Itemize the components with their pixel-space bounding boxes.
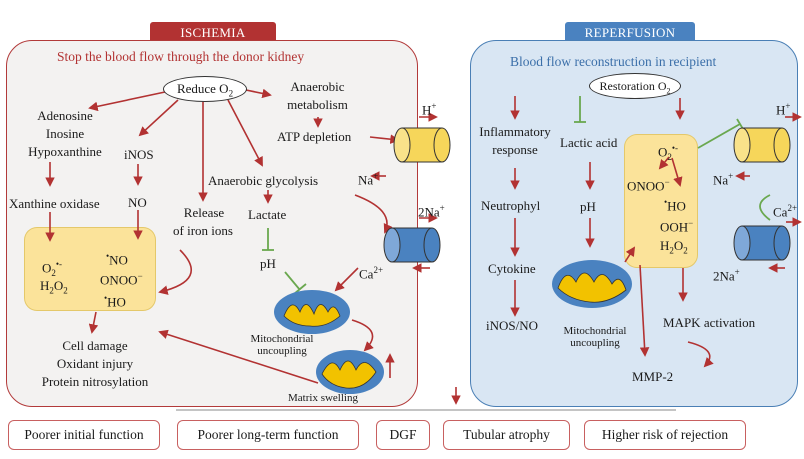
ros-hydroxyl: •HO [104, 293, 126, 310]
arrow-atp-to-channel [369, 134, 400, 144]
restoration-o2-node: Restoration O2 [589, 73, 681, 99]
green-curve [759, 194, 771, 221]
lactic-acid-label: Lactic acid [560, 135, 618, 150]
oxidant-injury-label: Oxidant injury [56, 356, 134, 371]
isch-2na-ion: 2Na+ [418, 203, 445, 220]
arrow-to-adenosine [88, 91, 166, 112]
arrow-swelling-to-damage [158, 329, 319, 384]
reperfusion-subtitle: Blood flow reconstruction in recipient [510, 54, 717, 69]
ischemia-mito-label-2: uncoupling [257, 345, 307, 357]
rep-2na-ion: 2Na+ [713, 267, 740, 284]
isch-h-ion: H+ [422, 101, 437, 118]
rep-ph-label: pH [580, 199, 596, 214]
inos-label: iNOS [124, 147, 154, 162]
cytokine-label: Cytokine [488, 261, 536, 276]
outcome-rejection-risk: Higher risk of rejection [584, 420, 746, 450]
cell-damage-label: Cell damage [62, 338, 128, 353]
inflammatory-label-2: response [492, 142, 538, 157]
mmp2-label: MMP-2 [632, 369, 674, 384]
ischemia-h-channel [393, 127, 451, 163]
rep-na-ion: Na+ [713, 171, 734, 188]
isch-na-ion: Na+ [358, 171, 379, 188]
outcome-poorer-long-term: Poorer long-term function [177, 420, 359, 450]
arrow-to-glycolysis [227, 99, 263, 167]
ph-label: pH [260, 256, 276, 271]
ros-peroxynitrite: ONOO− [100, 271, 143, 288]
rep-ros-hydroxyl: •HO [664, 197, 686, 214]
reperfusion-header: REPERFUSION [565, 22, 695, 44]
rep-ros-peroxynitrite: ONOO− [627, 177, 670, 194]
release-iron-label-2: of iron ions [173, 223, 233, 238]
curve-na-to-ca [354, 194, 393, 234]
inflammatory-label-1: Inflammatory [479, 124, 551, 139]
inhibit-o2-channel [697, 123, 741, 149]
arrow-o2-to-ho [671, 157, 683, 187]
mapk-activation-label: MAPK activation [663, 315, 756, 330]
atp-depletion-label: ATP depletion [277, 129, 352, 144]
ros-nitric-oxide: •NO [106, 251, 128, 268]
arrow-to-anaerobic [245, 88, 272, 99]
protein-nitrosylation-label: Protein nitrosylation [41, 374, 149, 389]
rep-mito-label-1: Mitochondrial [563, 325, 627, 337]
inhibit-ph-mito [284, 271, 301, 291]
anaerobic-metabolism-1: Anaerobic [290, 79, 345, 94]
inosine-label: Inosine [45, 126, 85, 141]
ischemia-mitochondrion-1 [274, 290, 350, 334]
rep-ca-ion: Ca2+ [773, 203, 798, 220]
outcome-tubular-atrophy: Tubular atrophy [443, 420, 570, 450]
arrow-ca-to-mito [334, 267, 359, 292]
reperfusion-mitochondrion [552, 260, 632, 308]
reperfusion-h-channel [733, 127, 791, 163]
release-iron-label-1: Release [183, 205, 225, 220]
hypoxanthine-label: Hypoxanthine [28, 144, 102, 159]
inos-no-label: iNOS/NO [486, 318, 539, 333]
arrow-ros-to-damage [88, 311, 99, 334]
anaerobic-metabolism-2: metabolism [287, 97, 348, 112]
curve-iron-to-ros [158, 249, 192, 295]
ischemia-mitochondrion-2 [316, 350, 384, 394]
adenosine-label: Adenosine [37, 108, 93, 123]
rep-ros-ooh: OOH− [660, 218, 694, 235]
outcome-dgf: DGF [376, 420, 430, 450]
anaerobic-glycolysis-label: Anaerobic glycolysis [208, 173, 319, 188]
arrow-ros-to-mmp2 [639, 264, 650, 357]
ros-h2o2: H2O2 [40, 278, 68, 296]
matrix-swelling-label: Matrix swelling [288, 392, 358, 404]
ischemia-na-channel [383, 227, 441, 263]
neutrophyl-label: Neutrophyl [481, 198, 541, 213]
no-label: NO [128, 195, 147, 210]
ischemia-header: ISCHEMIA [150, 22, 276, 44]
xanthine-oxidase-label: Xanthine oxidase [9, 196, 100, 211]
curve-mito [351, 319, 374, 352]
rep-ros-h2o2: H2O2 [660, 238, 688, 256]
rep-h-ion: H+ [776, 101, 791, 118]
reperfusion-ca-channel [733, 225, 791, 261]
lactate-label: Lactate [248, 207, 287, 222]
ischemia-mito-label-1: Mitochondrial [250, 333, 314, 345]
rep-ros-superoxide: O2•- [658, 143, 679, 162]
isch-ca-ion: Ca2+ [359, 265, 384, 282]
arrow-o2-to-onoo [658, 156, 670, 170]
rep-mito-label-2: uncoupling [570, 337, 620, 349]
reperfusion-ros-box [625, 135, 697, 267]
reduce-o2-node: Reduce O2 [163, 76, 247, 102]
arrow-ros-to-mito [624, 246, 636, 263]
ros-superoxide: O2•- [42, 259, 63, 278]
curve-mapk [687, 341, 714, 368]
outcome-poorer-initial: Poorer initial function [8, 420, 160, 450]
ischemia-subtitle: Stop the blood flow through the donor ki… [57, 49, 305, 64]
arrow-to-inos [138, 99, 179, 137]
